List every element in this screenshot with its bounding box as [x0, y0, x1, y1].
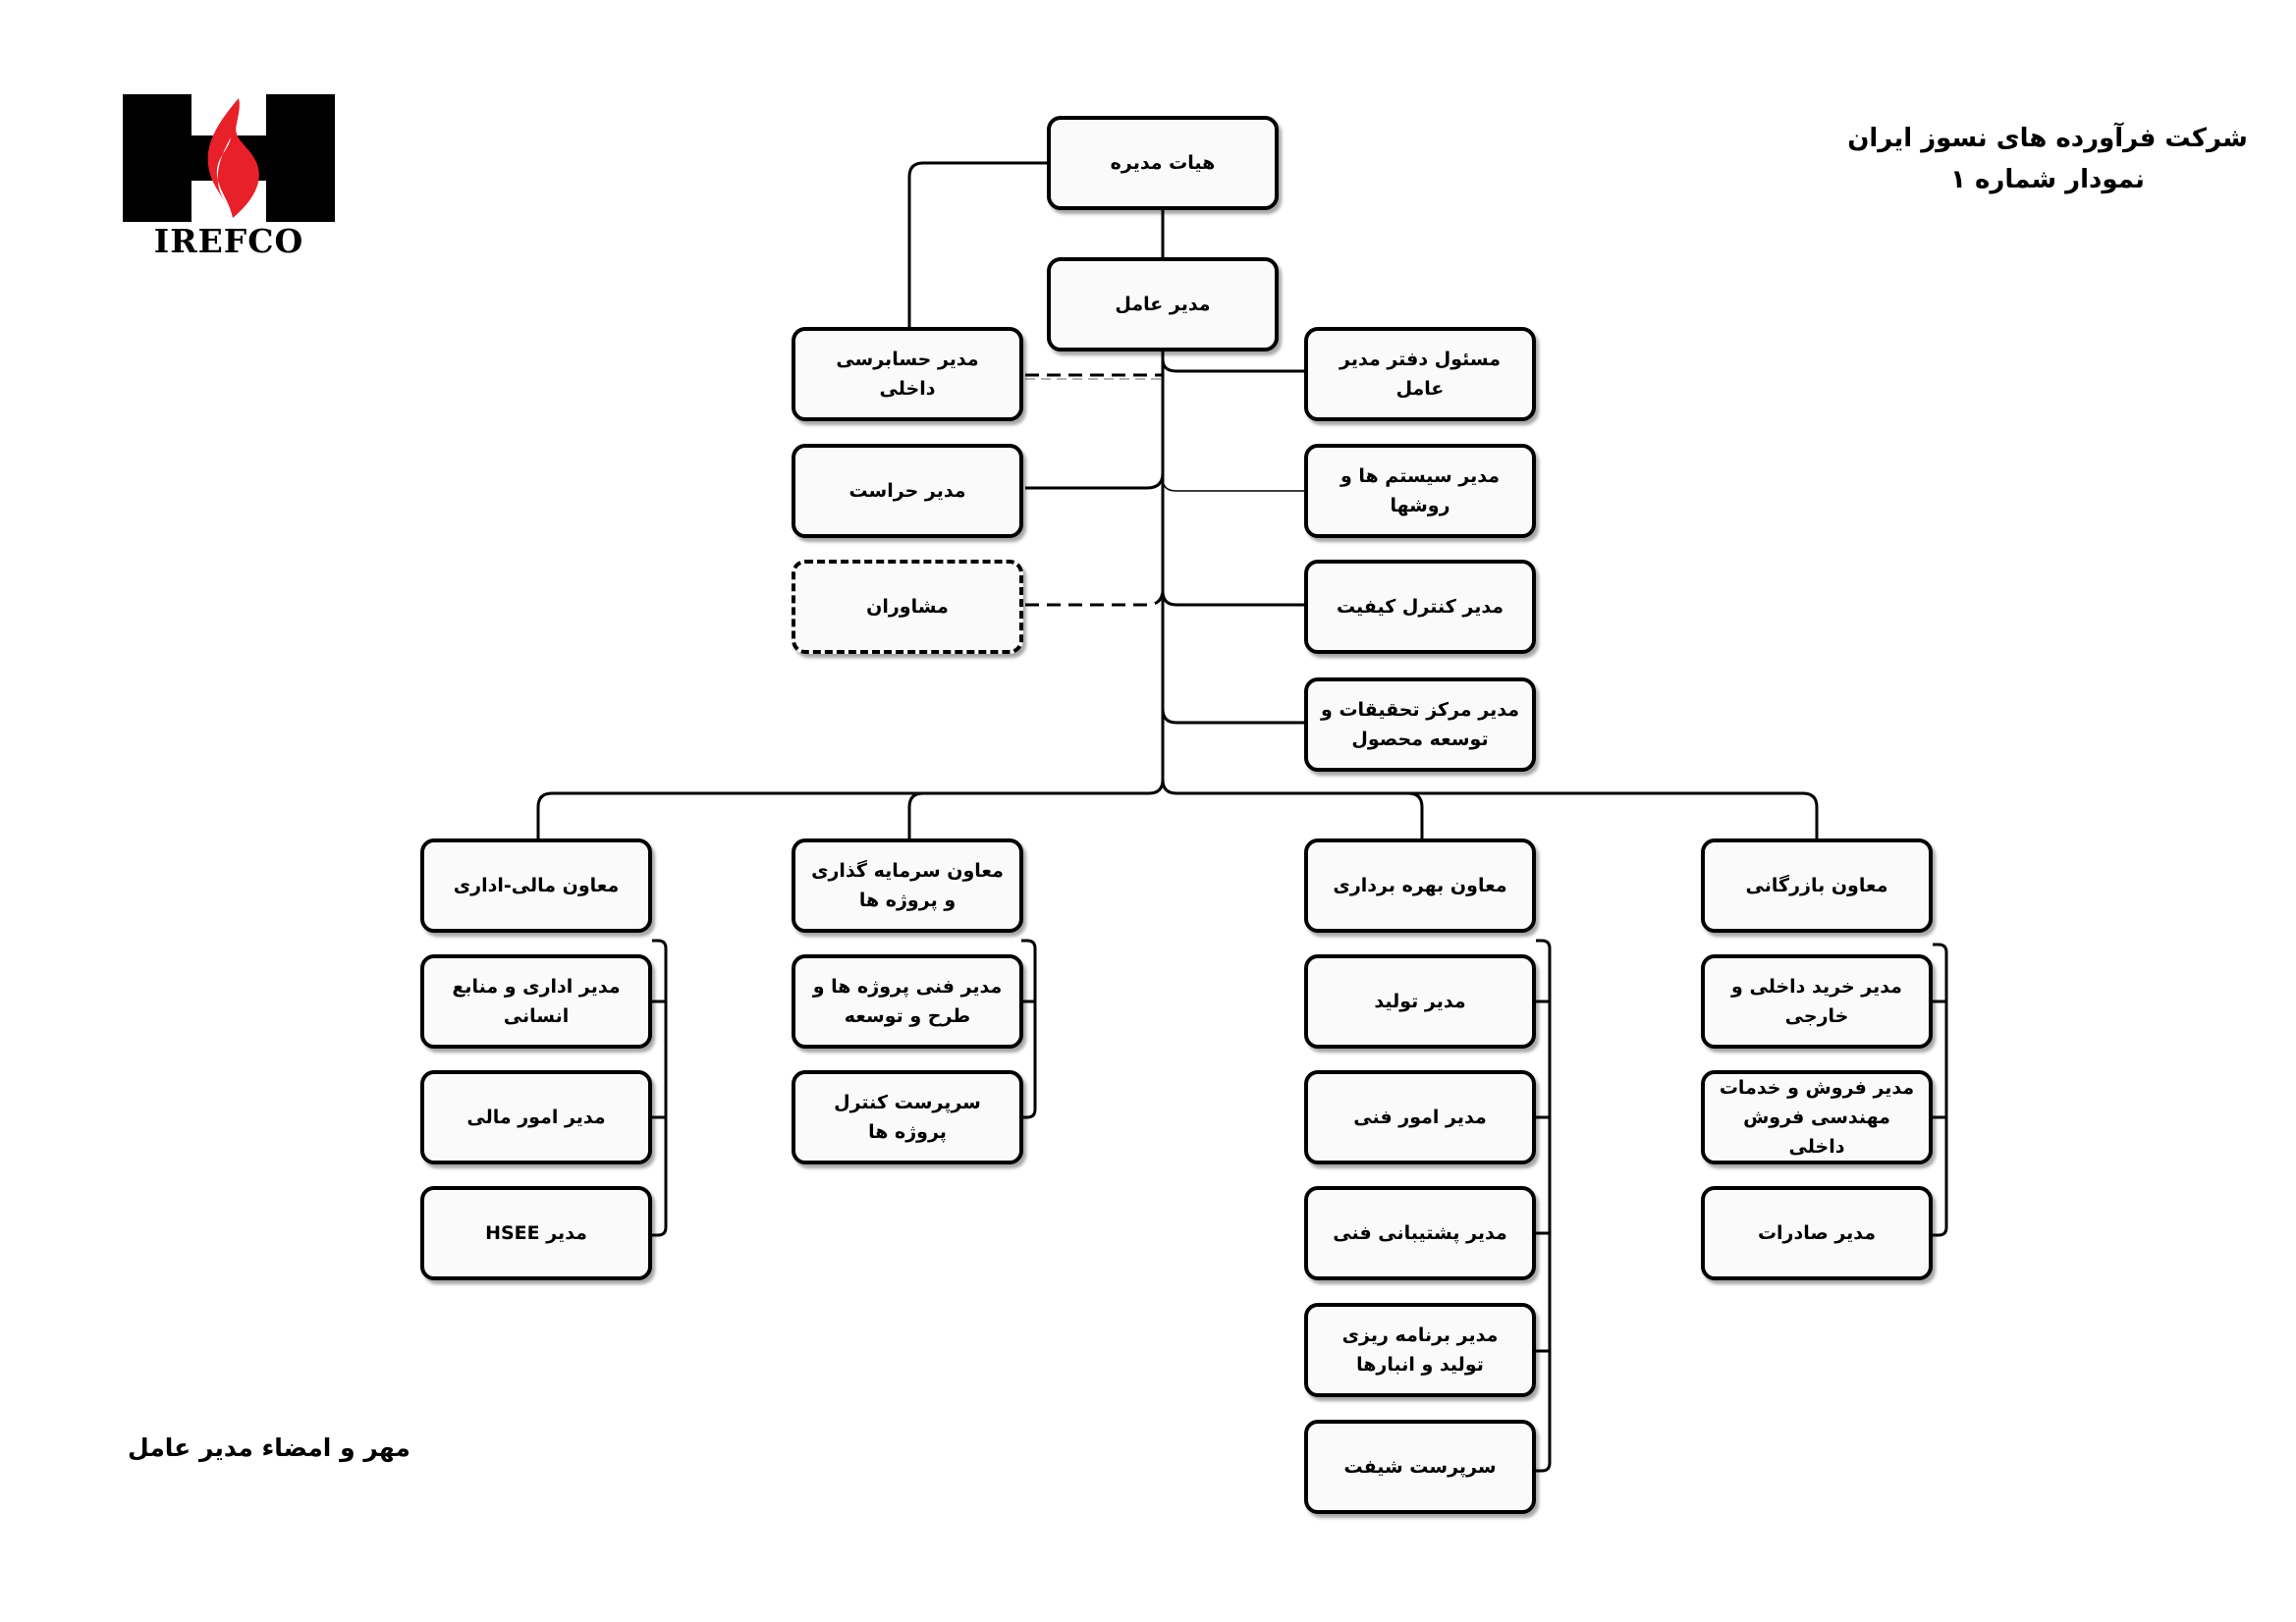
- logo-text: IREFCO: [153, 222, 304, 260]
- box-admin-hr: مدیر اداری و منابع انسانی: [420, 954, 652, 1049]
- signature-label: مهر و امضاء مدیر عامل: [128, 1433, 410, 1462]
- box-sales: مدیر فروش و خدمات مهندسی فروش داخلی: [1701, 1070, 1933, 1164]
- box-ceo: مدیر عامل: [1047, 257, 1279, 351]
- box-tech-support: مدیر پشتیبانی فنی: [1304, 1186, 1536, 1280]
- box-audit: مدیر حسابرسی داخلی: [792, 327, 1023, 421]
- box-planning: مدیر برنامه ریزی تولید و انبارها: [1304, 1303, 1536, 1397]
- box-board: هیات مدیره: [1047, 116, 1279, 210]
- box-technical: مدیر امور فنی: [1304, 1070, 1536, 1164]
- box-production: مدیر تولید: [1304, 954, 1536, 1049]
- box-finance: مدیر امور مالی: [420, 1070, 652, 1164]
- box-hsee: مدیر HSEE: [420, 1186, 652, 1280]
- box-ceo-office: مسئول دفتر مدیر عامل: [1304, 327, 1536, 421]
- box-vp-finance: معاون مالی-اداری: [420, 838, 652, 933]
- box-advisors: مشاوران: [792, 560, 1023, 654]
- company-title: شرکت فرآورده های نسوز ایران: [1847, 124, 2248, 153]
- box-vp-operations: معاون بهره برداری: [1304, 838, 1536, 933]
- box-shift: سرپرست شیفت: [1304, 1420, 1536, 1514]
- box-vp-commerce: معاون بازرگانی: [1701, 838, 1933, 933]
- box-vp-investment: معاون سرمایه گذاری و پروژه ها: [792, 838, 1023, 933]
- chart-number: نمودار شماره ۱: [1950, 165, 2145, 194]
- box-project-control: سرپرست کنترل پروژه ها: [792, 1070, 1023, 1164]
- box-quality: مدیر کنترل کیفیت: [1304, 560, 1536, 654]
- box-rnd: مدیر مرکز تحقیقات و توسعه محصول: [1304, 677, 1536, 772]
- box-projects-tech: مدیر فنی پروژه ها و طرح و توسعه: [792, 954, 1023, 1049]
- irefco-logo: [123, 94, 335, 222]
- box-exports: مدیر صادرات: [1701, 1186, 1933, 1280]
- box-purchasing: مدیر خرید داخلی و خارجی: [1701, 954, 1933, 1049]
- box-security: مدیر حراست: [792, 444, 1023, 538]
- box-systems: مدیر سیستم ها و روشها: [1304, 444, 1536, 538]
